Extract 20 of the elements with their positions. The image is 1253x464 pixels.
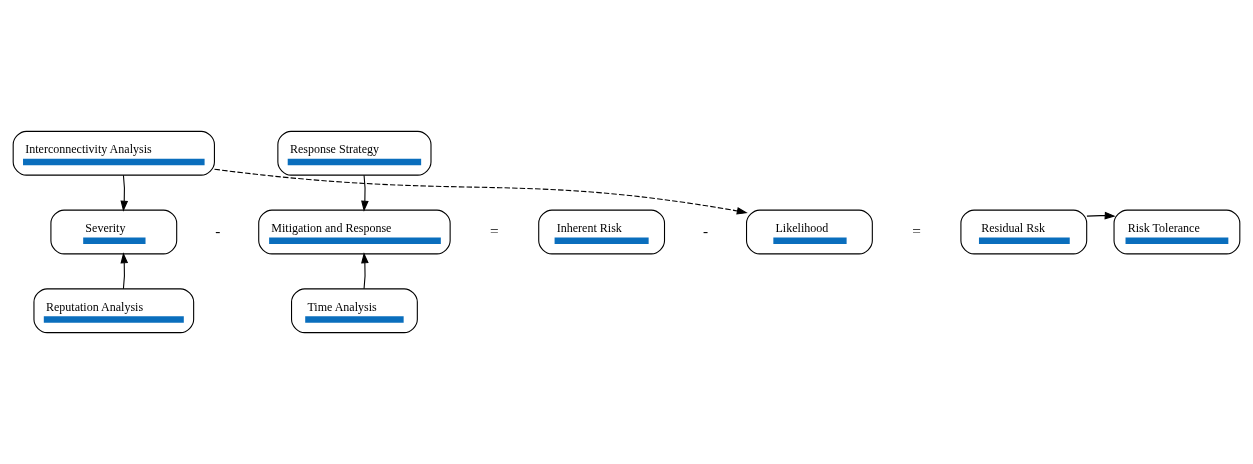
node-box: Inherent Risk — [538, 209, 666, 255]
node-box: Time Analysis — [291, 288, 418, 334]
arrow — [120, 174, 129, 212]
arrow — [361, 174, 369, 212]
node-box: Reputation Analysis — [33, 288, 195, 334]
node-box: Interconnectivity Analysis — [12, 130, 215, 176]
label: = — [912, 222, 921, 240]
arrow — [120, 252, 129, 290]
label: = — [490, 222, 499, 240]
node-box: Risk Tolerance — [1113, 209, 1241, 255]
node-box: Severity — [50, 209, 178, 255]
arrow — [361, 252, 369, 290]
node-box: Likelihood — [746, 209, 873, 255]
node-box: Mitigation and Response — [258, 209, 451, 255]
label: - — [215, 222, 221, 240]
node-box: Response Strategy — [277, 130, 432, 176]
label: - — [702, 222, 709, 240]
arrow — [213, 168, 748, 215]
arrow — [1086, 211, 1116, 220]
node-box: Residual Rsk — [960, 209, 1088, 255]
